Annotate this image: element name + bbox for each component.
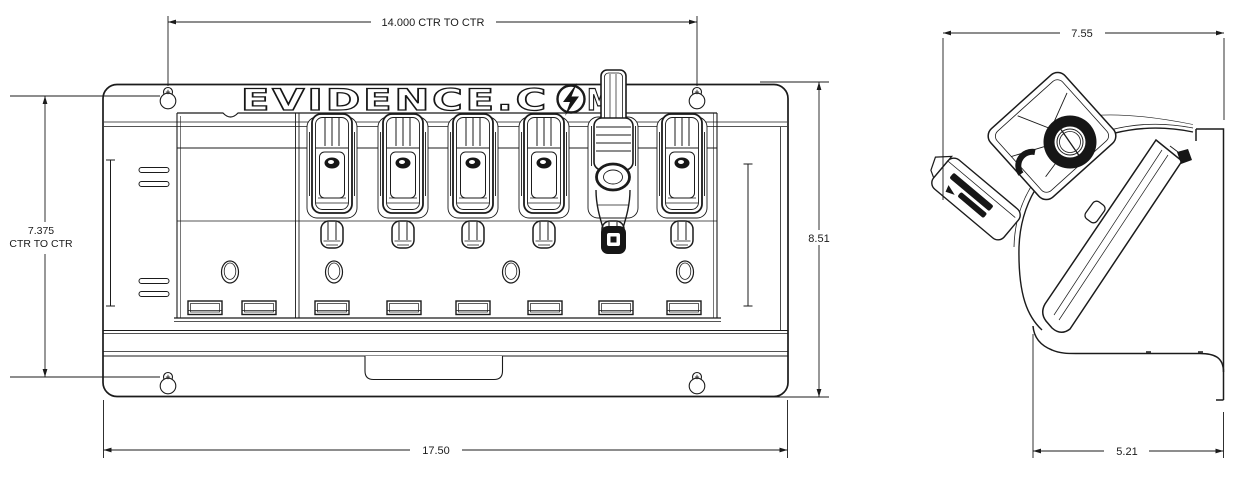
latch-clip (1177, 149, 1192, 164)
oval-hole (675, 260, 695, 284)
dim-label-5-21: 5.21 (1116, 446, 1137, 458)
front-view: EVIDENCE.C M (2, 14, 838, 458)
docked-battery-5 (656, 113, 708, 219)
handle-notch (364, 356, 504, 381)
bottom-slot (455, 300, 491, 316)
dimension-bottom-side: 5.21 (1032, 334, 1224, 458)
door-cutout (1084, 200, 1106, 224)
side-view: 7.55 5.21 (930, 25, 1225, 458)
vent-slot (138, 291, 170, 297)
oval-hole (220, 260, 240, 284)
dimension-left-front: 7.375 CTR TO CTR (2, 95, 160, 378)
bracket-base-profile (1032, 325, 1225, 373)
dimension-top-front: 14.000 CTR TO CTR (167, 14, 698, 86)
dock-connector-4 (532, 220, 556, 249)
dock-door-band (1042, 138, 1192, 333)
wall-plate-profile (1195, 128, 1225, 401)
bottom-slot (386, 300, 422, 316)
dock-connector-6 (670, 220, 694, 249)
bottom-slot (187, 300, 223, 316)
dim-label-14-000: 14.000 CTR TO CTR (382, 17, 485, 29)
left-tab-line (106, 159, 115, 307)
bottom-slot (666, 300, 702, 316)
docked-camera-front (587, 69, 639, 254)
bottom-slot (241, 300, 277, 316)
docked-battery-4 (518, 113, 570, 219)
evidence-logo: EVIDENCE.C M (240, 82, 611, 117)
dim-label-7-375: 7.375 (28, 225, 54, 237)
bottom-slot (598, 300, 634, 316)
camera-connector-side (930, 155, 1021, 241)
right-tab-line (743, 163, 753, 307)
vent-slot (138, 167, 170, 173)
dimension-top-side: 7.55 (942, 25, 1225, 200)
camera-lens-front (595, 162, 631, 192)
oval-hole (324, 260, 344, 284)
vent-slot (138, 181, 170, 187)
lens-shroud-arc (1015, 148, 1036, 176)
tray-divider (295, 113, 300, 318)
bottom-slot (314, 300, 350, 316)
dim-label-7-55: 7.55 (1071, 28, 1092, 40)
dock-connector-3 (461, 220, 485, 249)
dim-label-17-50: 17.50 (422, 445, 450, 457)
dimension-bottom-front: 17.50 (103, 400, 788, 458)
lightning-bolt-icon (563, 83, 579, 116)
docked-battery-1 (306, 113, 358, 219)
vent-slot (138, 278, 170, 284)
bottom-slot (527, 300, 563, 316)
dock-connector-1 (320, 220, 344, 249)
docked-battery-2 (377, 113, 429, 219)
oval-hole (501, 260, 521, 284)
camera-lens-side (1015, 115, 1097, 176)
logo-text-left: EVIDENCE.C (241, 83, 549, 117)
dim-label-8-51: 8.51 (808, 233, 829, 245)
dimension-right-front: 8.51 (760, 81, 838, 398)
dock-connector-2 (391, 220, 415, 249)
docked-battery-3 (447, 113, 499, 219)
dim-label-ctr-to-ctr: CTR TO CTR (9, 238, 73, 250)
